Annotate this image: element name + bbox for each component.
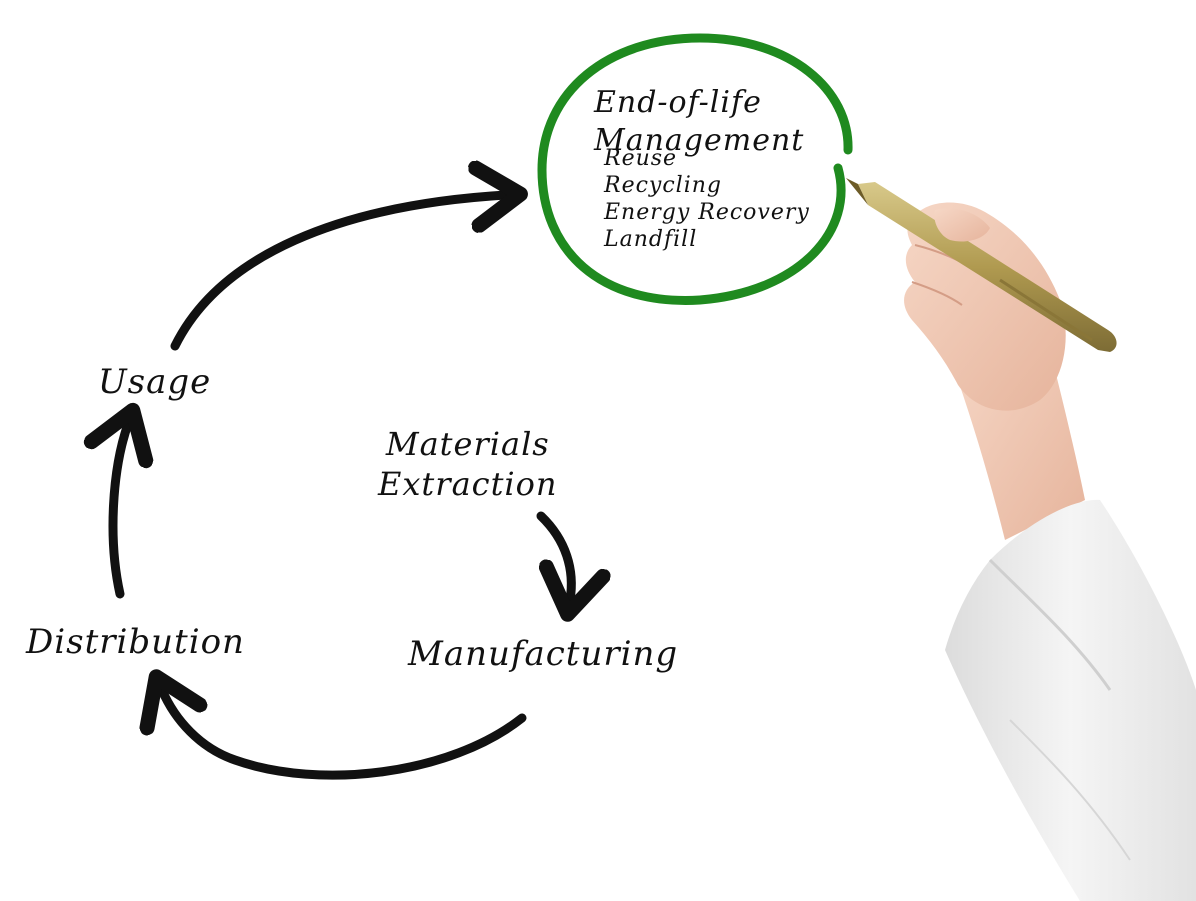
end-of-life-options-list: Reuse Recycling Energy Recovery Landfill bbox=[604, 145, 810, 253]
arrow-extraction-to-manufacturing bbox=[536, 511, 571, 600]
arrow-manufacturing-to-distribution bbox=[162, 690, 527, 780]
stage-distribution: Distribution bbox=[26, 622, 245, 662]
option-recycling: Recycling bbox=[604, 173, 722, 198]
arrow-usage-to-end-of-life bbox=[170, 195, 506, 351]
materials-extraction-line-2: Extraction bbox=[378, 465, 558, 503]
pen-icon bbox=[846, 178, 1117, 352]
materials-extraction-line-1: Materials bbox=[385, 425, 550, 463]
option-landfill: Landfill bbox=[604, 227, 698, 252]
end-of-life-title-line-2: Management bbox=[594, 123, 805, 158]
option-energy-recovery: Energy Recovery bbox=[604, 200, 810, 225]
end-of-life-title-line-1: End-of-life bbox=[594, 85, 762, 120]
end-of-life-title: End-of-life Management bbox=[594, 84, 804, 160]
option-reuse: Reuse bbox=[604, 146, 678, 171]
stage-usage: Usage bbox=[98, 362, 212, 402]
lab-coat-sleeve bbox=[945, 499, 1196, 901]
arrow-distribution-to-usage bbox=[113, 424, 128, 599]
stage-materials-extraction: Materials Extraction bbox=[378, 424, 558, 504]
stage-manufacturing: Manufacturing bbox=[408, 634, 679, 674]
